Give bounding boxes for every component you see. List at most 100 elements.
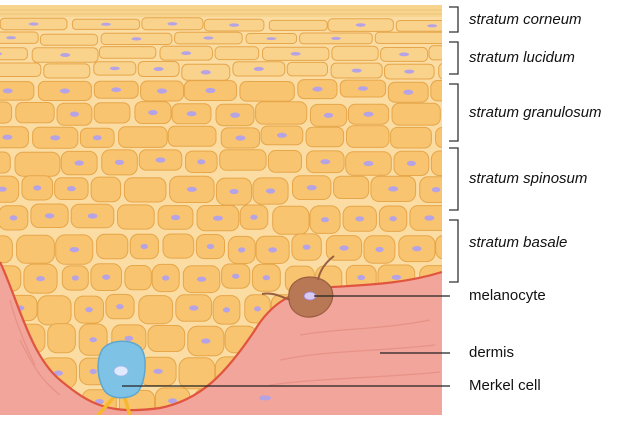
cell-nucleus bbox=[50, 135, 60, 140]
epidermal-cell bbox=[439, 295, 467, 322]
cell-nucleus bbox=[90, 369, 97, 374]
cell-nucleus bbox=[67, 186, 76, 191]
epidermal-cell bbox=[0, 48, 27, 60]
epidermal-cell bbox=[100, 47, 156, 59]
cell-nucleus bbox=[116, 304, 123, 309]
cell-nucleus bbox=[187, 187, 197, 192]
cell-nucleus bbox=[124, 336, 133, 341]
label-stratum-lucidum: stratum lucidum bbox=[469, 49, 575, 67]
cell-nucleus bbox=[263, 275, 270, 280]
epidermal-cell bbox=[273, 206, 309, 234]
cell-nucleus bbox=[201, 338, 210, 343]
label-stratum-corneum: stratum corneum bbox=[469, 11, 582, 29]
cell-nucleus bbox=[70, 247, 80, 252]
cell-nucleus bbox=[70, 112, 79, 117]
epidermal-cell bbox=[0, 152, 10, 173]
cell-nucleus bbox=[36, 276, 45, 281]
cell-nucleus bbox=[167, 22, 177, 25]
cell-nucleus bbox=[254, 67, 264, 71]
cell-nucleus bbox=[412, 246, 421, 251]
layer-brackets bbox=[449, 7, 458, 282]
epidermal-cell bbox=[375, 32, 445, 43]
cell-nucleus bbox=[171, 215, 180, 220]
cell-nucleus bbox=[313, 87, 323, 92]
cell-nucleus bbox=[6, 36, 16, 39]
cell-nucleus bbox=[110, 67, 120, 71]
cell-nucleus bbox=[266, 37, 276, 40]
epidermal-cell bbox=[0, 102, 12, 123]
cell-nucleus bbox=[203, 36, 213, 39]
epidermal-cell bbox=[391, 127, 432, 148]
epidermal-cell bbox=[168, 126, 216, 146]
epidermal-cell bbox=[0, 63, 41, 77]
cell-nucleus bbox=[446, 161, 456, 166]
epidermal-cell bbox=[91, 177, 121, 202]
epidermal-cell bbox=[40, 34, 97, 45]
label-stratum-basale: stratum basale bbox=[469, 234, 567, 252]
cell-nucleus bbox=[156, 157, 166, 162]
epidermal-cell bbox=[139, 296, 173, 324]
epidermal-cell bbox=[118, 205, 155, 229]
cell-nucleus bbox=[375, 247, 383, 252]
epidermal-cell bbox=[256, 102, 307, 124]
cell-nucleus bbox=[189, 305, 198, 310]
bracket-basale bbox=[449, 220, 458, 282]
bracket-corneum bbox=[449, 7, 458, 32]
cell-nucleus bbox=[181, 51, 191, 55]
cell-nucleus bbox=[449, 306, 456, 311]
cell-nucleus bbox=[85, 307, 93, 312]
cell-nucleus bbox=[291, 52, 301, 56]
cell-nucleus bbox=[424, 215, 434, 220]
cell-nucleus bbox=[403, 90, 413, 95]
epidermal-cell bbox=[306, 127, 344, 147]
epidermal-cell bbox=[215, 47, 259, 60]
cell-nucleus bbox=[88, 213, 98, 218]
cell-nucleus bbox=[229, 189, 238, 194]
epidermal-cell bbox=[431, 151, 469, 176]
label-dermis: dermis bbox=[469, 344, 514, 362]
cell-nucleus bbox=[352, 69, 362, 73]
cell-nucleus bbox=[187, 111, 197, 116]
cell-nucleus bbox=[232, 274, 239, 279]
cell-nucleus bbox=[141, 244, 148, 249]
cell-nucleus bbox=[238, 247, 245, 252]
cell-nucleus bbox=[340, 245, 349, 250]
cell-nucleus bbox=[356, 23, 366, 26]
epidermal-cell bbox=[240, 82, 294, 102]
cell-nucleus bbox=[447, 88, 457, 93]
cell-nucleus bbox=[355, 216, 364, 221]
epidermal-cell bbox=[94, 103, 130, 123]
cell-nucleus bbox=[331, 37, 341, 40]
cell-nucleus bbox=[266, 188, 275, 193]
cell-nucleus bbox=[10, 215, 18, 220]
epidermal-cell bbox=[17, 235, 55, 263]
epidermal-cell bbox=[148, 326, 185, 352]
cell-nucleus bbox=[268, 247, 277, 252]
cell-nucleus bbox=[197, 277, 206, 282]
cell-nucleus bbox=[364, 112, 374, 117]
cell-nucleus bbox=[447, 335, 456, 340]
cell-nucleus bbox=[45, 213, 55, 218]
epidermal-cell bbox=[332, 46, 378, 60]
cell-nucleus bbox=[132, 37, 142, 40]
cell-nucleus bbox=[250, 215, 257, 220]
epidermal-cell bbox=[16, 103, 54, 123]
epidermal-cell bbox=[163, 234, 194, 258]
cell-nucleus bbox=[93, 135, 102, 140]
label-stratum-spinosum: stratum spinosum bbox=[469, 170, 587, 188]
label-melanocyte: melanocyte bbox=[469, 287, 546, 305]
label-stratum-granulosum: stratum granulosum bbox=[469, 104, 602, 122]
cell-nucleus bbox=[90, 337, 97, 342]
epidermal-cell bbox=[0, 236, 12, 263]
epidermal-cell bbox=[125, 266, 151, 290]
cell-nucleus bbox=[235, 135, 245, 140]
epidermal-cell bbox=[119, 127, 168, 148]
cell-nucleus bbox=[277, 133, 287, 138]
epidermal-cell bbox=[48, 324, 76, 353]
cell-nucleus bbox=[407, 161, 416, 166]
cell-nucleus bbox=[72, 275, 79, 280]
epidermal-cell bbox=[392, 103, 440, 125]
cell-nucleus bbox=[451, 245, 461, 250]
cell-nucleus bbox=[148, 110, 157, 115]
dermis-cell-nucleus bbox=[259, 396, 271, 401]
